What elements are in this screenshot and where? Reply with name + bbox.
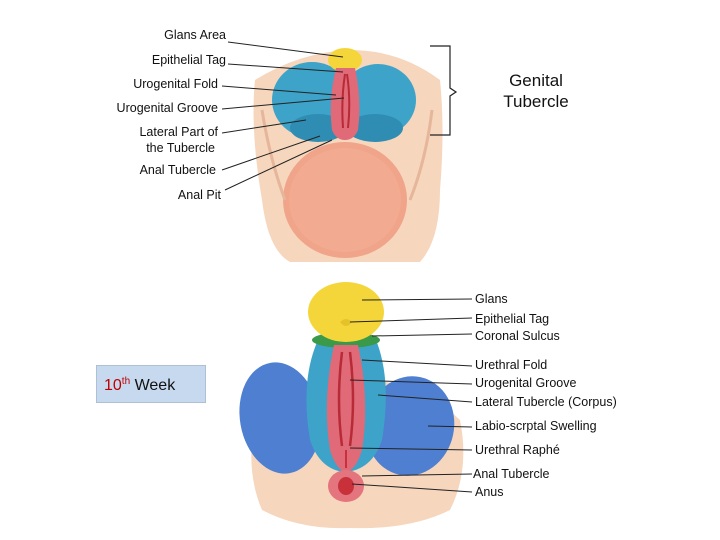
week-suffix: th (121, 376, 131, 387)
leader-urethral-raphe (349, 447, 473, 451)
bottom-labio-scrotal-right (365, 376, 455, 476)
label-epithelial-tag-bottom: Epithelial Tag (475, 312, 550, 326)
leader-anal-pit (224, 139, 333, 191)
week-word: Week (134, 377, 176, 394)
bottom-urogenital-groove (337, 351, 355, 447)
leader-urogenital-groove-top (221, 97, 345, 110)
label-urogenital-groove-top: Urogenital Groove (116, 101, 218, 115)
leader-epithelial-tag-top (227, 63, 344, 73)
label-urogenital-fold-top: Urogenital Fold (133, 77, 218, 91)
leader-anus (351, 483, 473, 493)
genital-tubercle-bracket (430, 45, 458, 136)
top-glans-area (328, 48, 362, 72)
bottom-epithelial-tag (340, 319, 352, 326)
top-urogenital-fold (330, 68, 360, 140)
label-anal-pit: Anal Pit (177, 188, 221, 202)
bottom-embryo-figure (239, 282, 464, 529)
top-lateral-lobe-right-low (347, 114, 403, 142)
label-urethral-raphe: Urethral Raphé (475, 443, 560, 457)
leader-epithelial-tag-bottom (349, 317, 473, 323)
genital-tubercle-line1: Genital (509, 71, 563, 90)
top-anal-pit (289, 148, 401, 252)
label-urethral-fold: Urethral Fold (475, 358, 548, 372)
label-lateral-part-line1: Lateral Part of (139, 125, 218, 139)
label-labio-scrotal: Labio-scrptal Swelling (475, 419, 597, 433)
bottom-glans (308, 282, 384, 342)
label-glans: Glans (475, 292, 508, 306)
leader-labio-scrotal (427, 425, 473, 428)
leader-anal-tubercle-top (221, 135, 321, 171)
leader-urethral-fold (361, 359, 473, 367)
genital-tubercle-label: Genital Tubercle (486, 70, 586, 112)
week-badge-text: 10th Week (104, 371, 175, 397)
label-glans-area: Glans Area (164, 28, 226, 42)
top-leader-lines (221, 41, 345, 191)
label-lateral-tubercle: Lateral Tubercle (Corpus) (475, 395, 617, 409)
leader-urogenital-groove-bottom (349, 379, 473, 385)
top-skin-fold-left (260, 109, 287, 201)
label-urogenital-groove-bottom: Urogenital Groove (475, 376, 577, 390)
bottom-leader-lines (349, 298, 473, 493)
bottom-urethral-fold (326, 345, 366, 472)
bottom-anus (338, 477, 354, 495)
label-coronal-sulcus: Coronal Sulcus (475, 329, 560, 343)
leader-glans-area (227, 41, 344, 58)
top-urogenital-groove (341, 73, 351, 129)
label-epithelial-tag-top: Epithelial Tag (151, 53, 226, 67)
leader-urogenital-fold-top (221, 85, 337, 96)
leader-anal-tubercle-bottom (361, 473, 473, 477)
leader-lateral-tubercle (377, 394, 473, 403)
genital-tubercle-line2: Tubercle (503, 92, 569, 111)
leader-glans (361, 298, 473, 301)
week-badge (96, 365, 206, 403)
label-lateral-part-line2: the Tubercle (146, 141, 215, 155)
bottom-labio-scrotal-left (239, 362, 321, 474)
label-anal-tubercle-top: Anal Tubercle (139, 163, 216, 177)
top-embryo-figure (253, 48, 443, 262)
top-skin-fold-right (408, 109, 434, 201)
label-anal-tubercle-bottom: Anal Tubercle (473, 467, 550, 481)
leader-lateral-part (221, 119, 307, 134)
week-number: 10 (104, 377, 122, 394)
label-anus: Anus (475, 485, 504, 499)
leader-coronal-sulcus (371, 333, 473, 337)
